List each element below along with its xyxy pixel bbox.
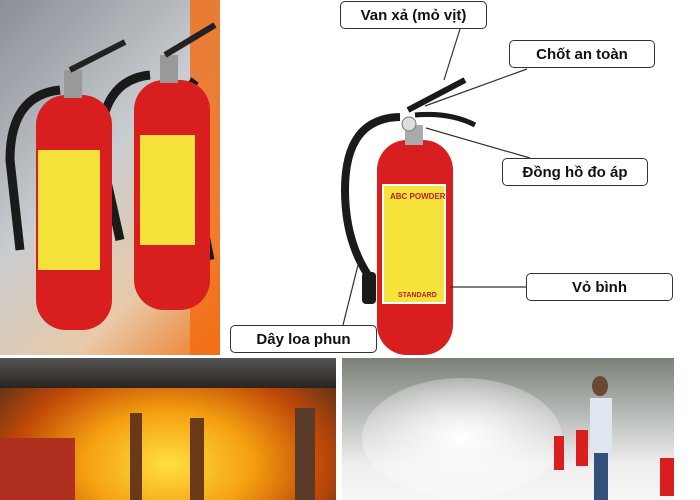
photo-two-extinguishers — [0, 0, 220, 355]
pressure-gauge — [401, 116, 417, 132]
label-title-text: ABC POWDER — [390, 192, 446, 201]
label-safety-pin: Chốt an toàn — [509, 40, 655, 68]
valve-handle — [406, 77, 467, 113]
photo-extinguishing-demo — [342, 358, 674, 500]
label-footer-text: STANDARD — [398, 292, 437, 299]
instruction-label — [382, 184, 446, 304]
label-pressure-gauge: Đồng hồ đo áp — [502, 158, 648, 186]
label-body: Vỏ bình — [526, 273, 673, 301]
label-hose: Dây loa phun — [230, 325, 377, 353]
nozzle — [362, 272, 376, 304]
label-valve: Van xả (mỏ vịt) — [340, 1, 487, 29]
extinguisher-diagram — [340, 28, 531, 355]
extinguishers-illustration — [5, 0, 220, 355]
hose — [340, 113, 401, 278]
photo-building-fire — [0, 358, 336, 500]
